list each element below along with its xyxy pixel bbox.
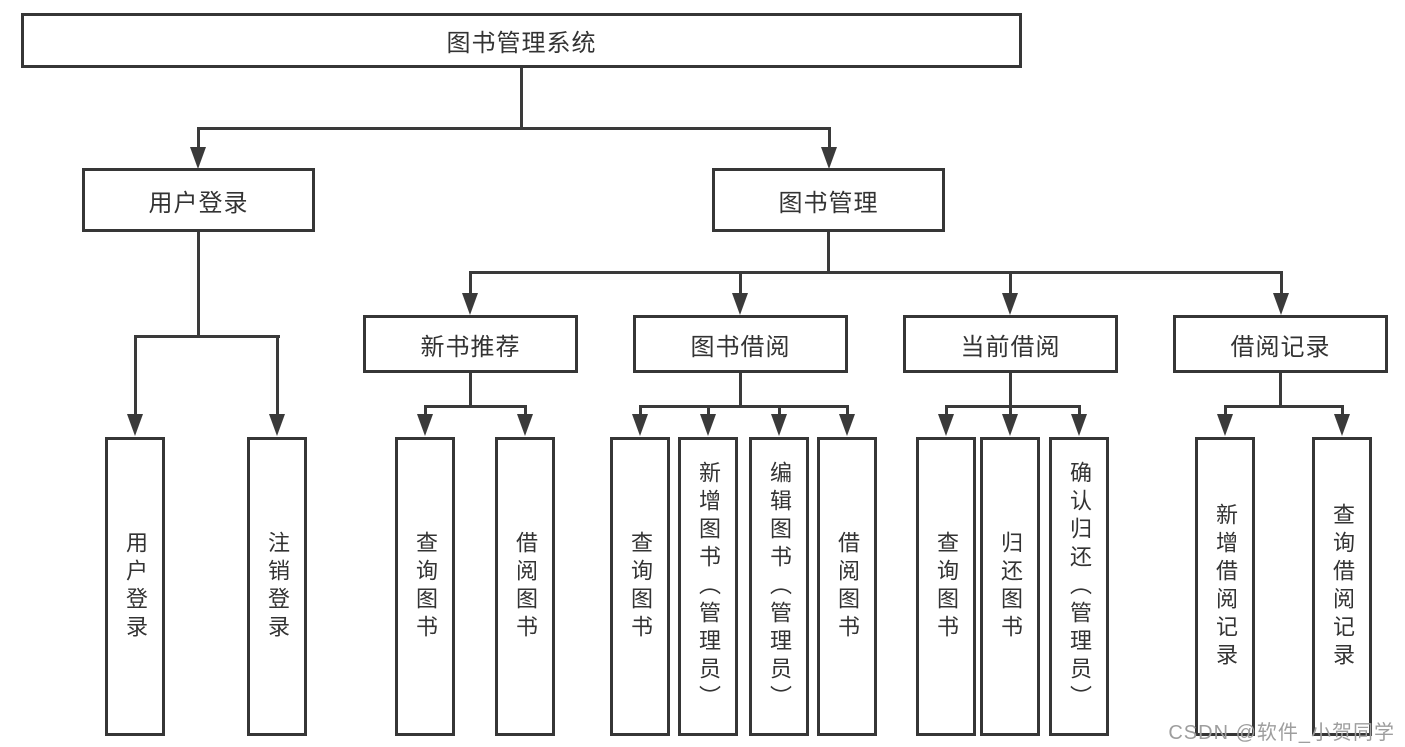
connector-line (945, 405, 1081, 408)
node-label: 新书推荐 (420, 333, 521, 361)
leaf-query-books-recommend: 查询图书 (395, 437, 455, 736)
leaf-add-borrow-record: 新增借阅记录 (1195, 437, 1255, 736)
arrow-down-icon (1273, 293, 1289, 315)
leaf-label: 查询图书 (628, 530, 653, 643)
node-book-borrowing: 图书借阅 (633, 315, 848, 373)
connector-line (469, 373, 472, 408)
arrow-down-icon (700, 414, 716, 436)
leaf-label: 新增图书（管理员） (696, 460, 721, 713)
connector-line (945, 405, 948, 416)
node-current-borrowing: 当前借阅 (903, 315, 1118, 373)
node-book-management: 图书管理 (712, 168, 945, 232)
leaf-label: 编辑图书（管理员） (767, 460, 792, 713)
leaf-label: 借阅图书 (513, 530, 538, 643)
leaf-label: 归还图书 (998, 530, 1023, 643)
arrow-down-icon (632, 414, 648, 436)
leaf-label: 用户登录 (123, 530, 148, 643)
node-label: 用户登录 (148, 189, 249, 217)
connector-line (739, 271, 742, 295)
connector-line (1224, 405, 1344, 408)
leaf-query-borrow-record: 查询借阅记录 (1312, 437, 1372, 736)
connector-line (707, 405, 710, 416)
leaf-borrow-books-borrowing: 借阅图书 (817, 437, 877, 736)
connector-line (469, 271, 472, 295)
connector-line (739, 373, 742, 408)
arrow-down-icon (462, 293, 478, 315)
node-label: 当前借阅 (960, 333, 1061, 361)
connector-line (469, 271, 1283, 274)
connector-line (134, 335, 137, 416)
leaf-label: 注销登录 (265, 530, 290, 643)
arrow-down-icon (1002, 414, 1018, 436)
leaf-confirm-return-admin: 确认归还（管理员） (1049, 437, 1109, 736)
arrow-down-icon (417, 414, 433, 436)
connector-line (424, 405, 427, 416)
connector-line (639, 405, 642, 416)
leaf-borrow-books-recommend: 借阅图书 (495, 437, 555, 736)
node-label: 图书管理 (778, 189, 879, 217)
connector-line (1009, 373, 1012, 408)
connector-line (197, 127, 200, 149)
leaf-label: 查询图书 (413, 530, 438, 643)
leaf-label: 查询图书 (934, 530, 959, 643)
leaf-return-books: 归还图书 (980, 437, 1040, 736)
connector-line (778, 405, 781, 416)
node-label: 图书管理系统 (446, 30, 597, 57)
leaf-logout: 注销登录 (247, 437, 307, 736)
arrow-down-icon (732, 293, 748, 315)
connector-line (1279, 373, 1282, 408)
arrow-down-icon (821, 147, 837, 169)
leaf-label: 查询借阅记录 (1330, 502, 1355, 671)
node-label: 图书借阅 (690, 333, 791, 361)
arrow-down-icon (517, 414, 533, 436)
connector-line (134, 335, 280, 338)
connector-line (1341, 405, 1344, 416)
connector-line (1224, 405, 1227, 416)
connector-line (1280, 271, 1283, 295)
node-label: 借阅记录 (1230, 333, 1331, 361)
leaf-edit-book-admin: 编辑图书（管理员） (749, 437, 809, 736)
connector-line (828, 127, 831, 149)
connector-line (197, 127, 831, 130)
connector-line (639, 405, 849, 408)
leaf-add-book-admin: 新增图书（管理员） (678, 437, 738, 736)
leaf-label: 新增借阅记录 (1213, 502, 1238, 671)
csdn-watermark: CSDN @软件_小贺同学 (1168, 722, 1395, 744)
connector-line (424, 405, 526, 408)
arrow-down-icon (127, 414, 143, 436)
node-user-login: 用户登录 (82, 168, 315, 232)
leaf-label: 确认归还（管理员） (1067, 460, 1092, 713)
connector-line (1009, 271, 1012, 295)
arrow-down-icon (938, 414, 954, 436)
arrow-down-icon (771, 414, 787, 436)
connector-line (524, 405, 527, 416)
connector-line (520, 68, 523, 128)
arrow-down-icon (1071, 414, 1087, 436)
arrow-down-icon (839, 414, 855, 436)
leaf-query-books-borrowing: 查询图书 (610, 437, 670, 736)
node-borrowing-records: 借阅记录 (1173, 315, 1388, 373)
node-new-book-recommendation: 新书推荐 (363, 315, 578, 373)
leaf-query-books-current: 查询图书 (916, 437, 976, 736)
connector-line (1078, 405, 1081, 416)
connector-line (846, 405, 849, 416)
arrow-down-icon (269, 414, 285, 436)
connector-line (197, 232, 200, 337)
arrow-down-icon (1217, 414, 1233, 436)
connector-line (276, 335, 279, 416)
leaf-user-login: 用户登录 (105, 437, 165, 736)
node-library-management-system: 图书管理系统 (21, 13, 1022, 68)
arrow-down-icon (190, 147, 206, 169)
connector-line (827, 232, 830, 273)
arrow-down-icon (1002, 293, 1018, 315)
arrow-down-icon (1334, 414, 1350, 436)
connector-line (1009, 405, 1012, 416)
leaf-label: 借阅图书 (835, 530, 860, 643)
